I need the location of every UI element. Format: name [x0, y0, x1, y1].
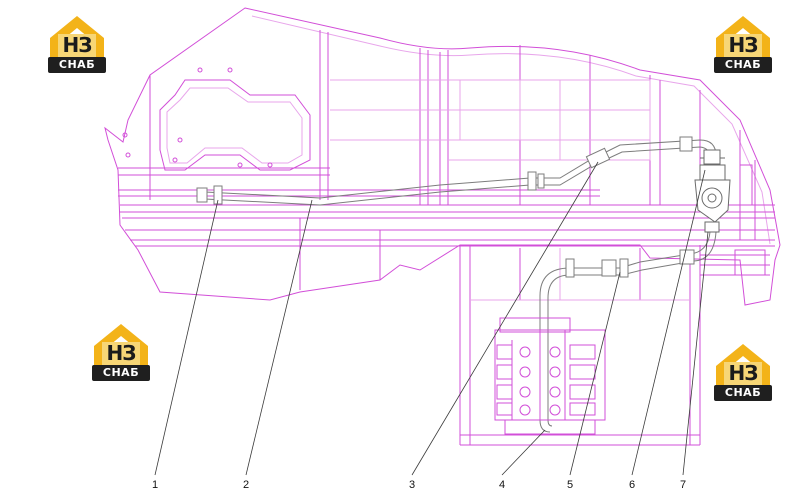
- hose-upper: [204, 139, 717, 199]
- logo-plate: [92, 365, 150, 381]
- logo-house-icon: [50, 16, 104, 58]
- logo-house-icon: [94, 324, 148, 366]
- hose-lines: [196, 136, 717, 433]
- leader-3: [411, 161, 599, 476]
- logo-mark: НЗ: [728, 33, 759, 57]
- callout-4: 4: [499, 479, 505, 491]
- logo-word: СНАБ: [724, 58, 762, 71]
- hose-lower: [539, 231, 711, 433]
- callout-labels: 1 2 3 4 5 6 7: [152, 479, 686, 491]
- watermark-logo-top-left: НЗ СНАБ: [46, 12, 108, 74]
- logo-mark: НЗ: [728, 361, 759, 385]
- logo-house-icon: [716, 344, 770, 386]
- callout-6: 6: [629, 479, 635, 491]
- leader-4: [501, 429, 546, 476]
- logo-mark: НЗ: [62, 33, 93, 57]
- frame-outline-inner: [251, 15, 771, 245]
- leader-7: [682, 231, 709, 476]
- pump-unit: [694, 149, 731, 233]
- leader-5: [569, 271, 621, 476]
- callout-5: 5: [567, 479, 573, 491]
- logo-house-icon: [716, 16, 770, 58]
- leader-2: [245, 199, 313, 476]
- logo-plate: [714, 57, 772, 73]
- watermark-logo-top-right: НЗ СНАБ: [712, 12, 774, 74]
- callout-3: 3: [409, 479, 415, 491]
- frame-structure: [104, 7, 781, 306]
- leader-lines: [154, 161, 709, 476]
- frame-inspection-opening: [159, 79, 311, 171]
- callout-7: 7: [680, 479, 686, 491]
- callout-2: 2: [243, 479, 249, 491]
- logo-plate: [48, 57, 106, 73]
- control-valve-block: [494, 317, 606, 435]
- logo-word: СНАБ: [58, 58, 96, 71]
- watermark-logo-bottom-left: НЗ СНАБ: [90, 320, 152, 382]
- logo-word: СНАБ: [102, 366, 140, 379]
- valve-spools: [496, 330, 596, 420]
- logo-plate: [714, 385, 772, 401]
- logo-word: СНАБ: [724, 386, 762, 399]
- watermark-logo-bottom-right: НЗ СНАБ: [712, 340, 774, 402]
- leader-6: [631, 169, 706, 476]
- logo-mark: НЗ: [106, 341, 137, 365]
- leader-1: [154, 199, 219, 476]
- frame-outline: [104, 7, 781, 306]
- callout-1: 1: [152, 479, 158, 491]
